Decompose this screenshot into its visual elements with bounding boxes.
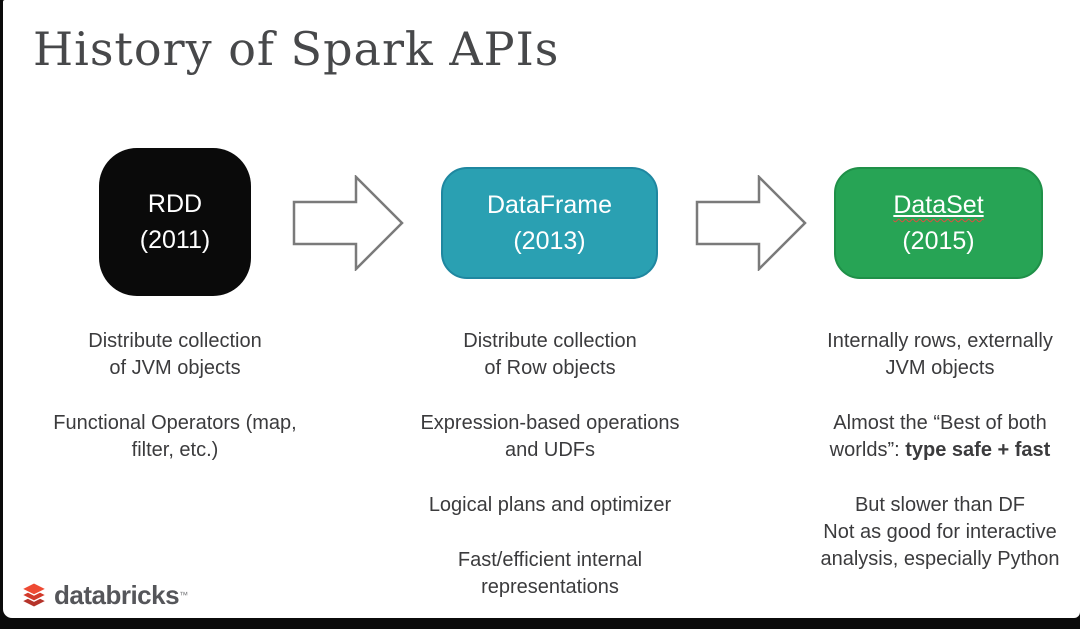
note-line: Not as good for interactive: [823, 521, 1057, 543]
node-rdd: RDD (2011): [99, 148, 251, 296]
note-paragraph: Almost the “Best of both worlds”: type s…: [791, 410, 1080, 464]
note-paragraph: But slower than DF Not as good for inter…: [791, 492, 1080, 573]
node-dataframe: DataFrame (2013): [441, 167, 658, 279]
notes-column-dataframe: Distribute collection of Row objects Exp…: [391, 328, 709, 629]
note-line: Fast/efficient internal: [457, 549, 643, 571]
note-line: Expression-based operations: [420, 412, 680, 434]
note-line: Internally rows, externally: [827, 330, 1053, 352]
note-segment: worlds”:: [829, 439, 906, 461]
node-dataset-name-underline: DataSet: [893, 187, 983, 223]
note-paragraph: Expression-based operations and UDFs: [391, 410, 709, 464]
note-paragraph: Internally rows, externally JVM objects: [791, 328, 1080, 382]
note-line: Logical plans and optimizer: [428, 494, 672, 516]
node-rdd-year: (2011): [139, 226, 211, 254]
slide-title: History of Spark APIs: [33, 22, 560, 76]
note-paragraph: Fast/efficient internal representations: [391, 547, 709, 601]
note-line: Functional Operators (map,: [53, 412, 297, 434]
note-segment-bold: type safe + fast: [905, 439, 1051, 461]
note-line: analysis, especially Python: [820, 548, 1060, 570]
notes-column-rdd: Distribute collection of JVM objects Fun…: [25, 328, 325, 492]
note-paragraph: Distribute collection of JVM objects: [25, 328, 325, 382]
node-rdd-name: RDD: [147, 190, 203, 218]
note-line: Distribute collection: [463, 330, 637, 352]
node-dataset-name: DataSet: [893, 191, 984, 219]
databricks-logo: databricks ™: [19, 578, 188, 612]
note-line: But slower than DF: [854, 494, 1026, 516]
node-dataset-year: (2015): [902, 227, 975, 255]
trademark-mark: ™: [179, 590, 189, 600]
notes-column-dataset: Internally rows, externally JVM objects …: [791, 328, 1080, 601]
note-paragraph: Functional Operators (map, filter, etc.): [25, 410, 325, 464]
right-arrow-icon: [292, 175, 404, 271]
note-line: of Row objects: [484, 357, 616, 379]
note-line: Almost the “Best of both: [833, 412, 1047, 434]
note-paragraph: Distribute collection of Row objects: [391, 328, 709, 382]
node-dataset: DataSet (2015): [834, 167, 1043, 279]
note-line: worlds”: type safe + fast: [791, 437, 1080, 464]
slide: History of Spark APIs RDD (2011) DataFra…: [3, 0, 1080, 618]
right-arrow-icon: [695, 175, 807, 271]
note-line: Distribute collection: [88, 330, 262, 352]
note-line: representations: [481, 576, 619, 598]
note-line: filter, etc.): [131, 439, 219, 461]
note-line: and UDFs: [504, 439, 596, 461]
databricks-bricks-icon: [20, 582, 48, 608]
node-dataframe-name: DataFrame: [486, 191, 613, 219]
node-dataframe-year: (2013): [513, 227, 586, 255]
databricks-logo-text: databricks: [54, 580, 180, 610]
note-paragraph: Logical plans and optimizer: [391, 492, 709, 519]
note-line: JVM objects: [885, 357, 995, 379]
note-line: of JVM objects: [109, 357, 241, 379]
